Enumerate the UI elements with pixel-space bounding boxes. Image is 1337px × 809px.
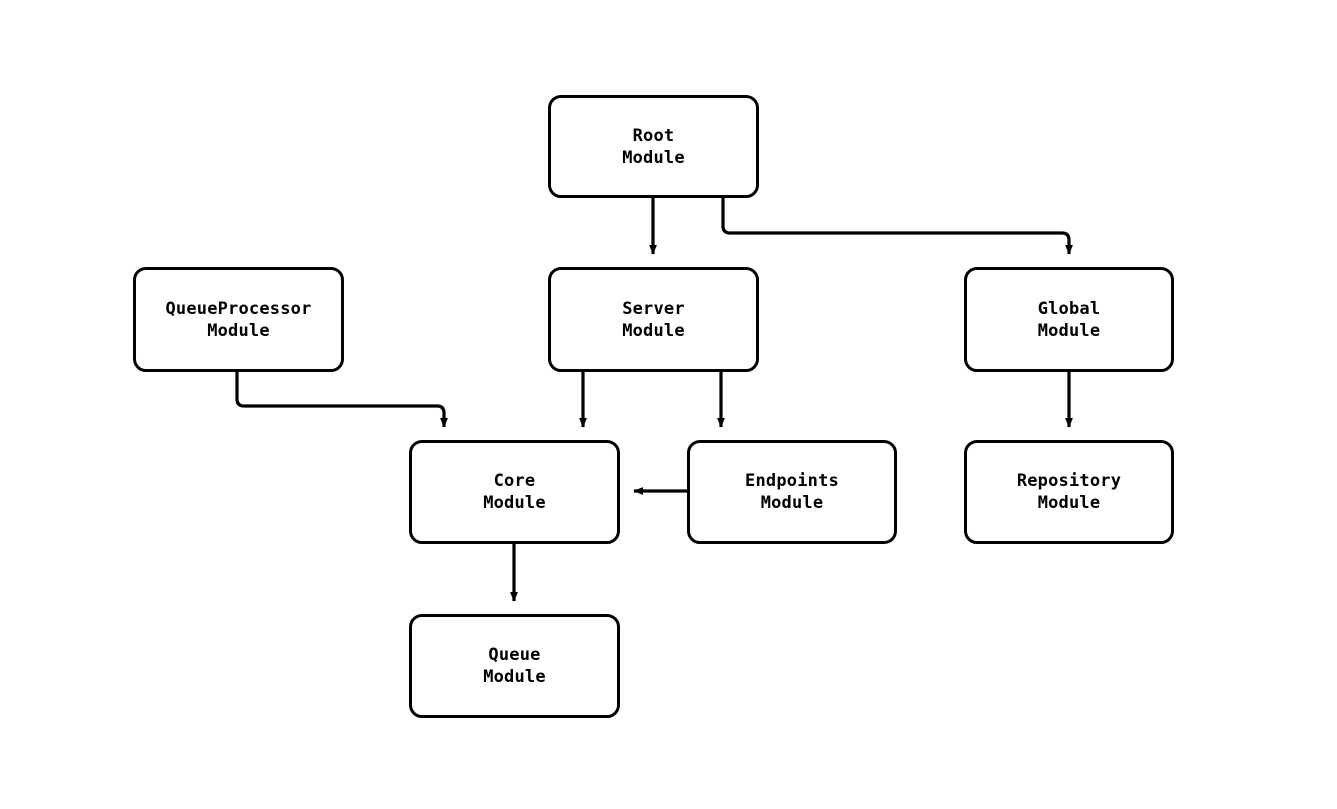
node-root-module[interactable]: Root Module	[548, 95, 759, 198]
node-server-module[interactable]: Server Module	[548, 267, 759, 372]
node-queue-module[interactable]: Queue Module	[409, 614, 620, 718]
node-root-module-label: Root Module	[622, 125, 685, 168]
node-endpoints-module-label: Endpoints Module	[745, 471, 839, 513]
node-queueprocessor-module-label: QueueProcessor Module	[165, 298, 312, 341]
node-endpoints-module[interactable]: Endpoints Module	[687, 440, 897, 544]
edge-root-to-global	[721, 198, 1073, 255]
node-global-module-label: Global Module	[1037, 298, 1101, 341]
node-queueprocessor-module[interactable]: QueueProcessor Module	[133, 267, 344, 372]
node-core-module[interactable]: Core Module	[409, 440, 620, 544]
edge-queueprocessor-to-core	[235, 372, 448, 428]
node-repository-module[interactable]: Repository Module	[964, 440, 1174, 544]
node-queue-module-label: Queue Module	[483, 645, 546, 687]
node-repository-module-label: Repository Module	[1016, 471, 1122, 513]
node-global-module[interactable]: Global Module	[964, 267, 1174, 372]
node-server-module-label: Server Module	[622, 298, 685, 341]
node-core-module-label: Core Module	[483, 471, 546, 513]
